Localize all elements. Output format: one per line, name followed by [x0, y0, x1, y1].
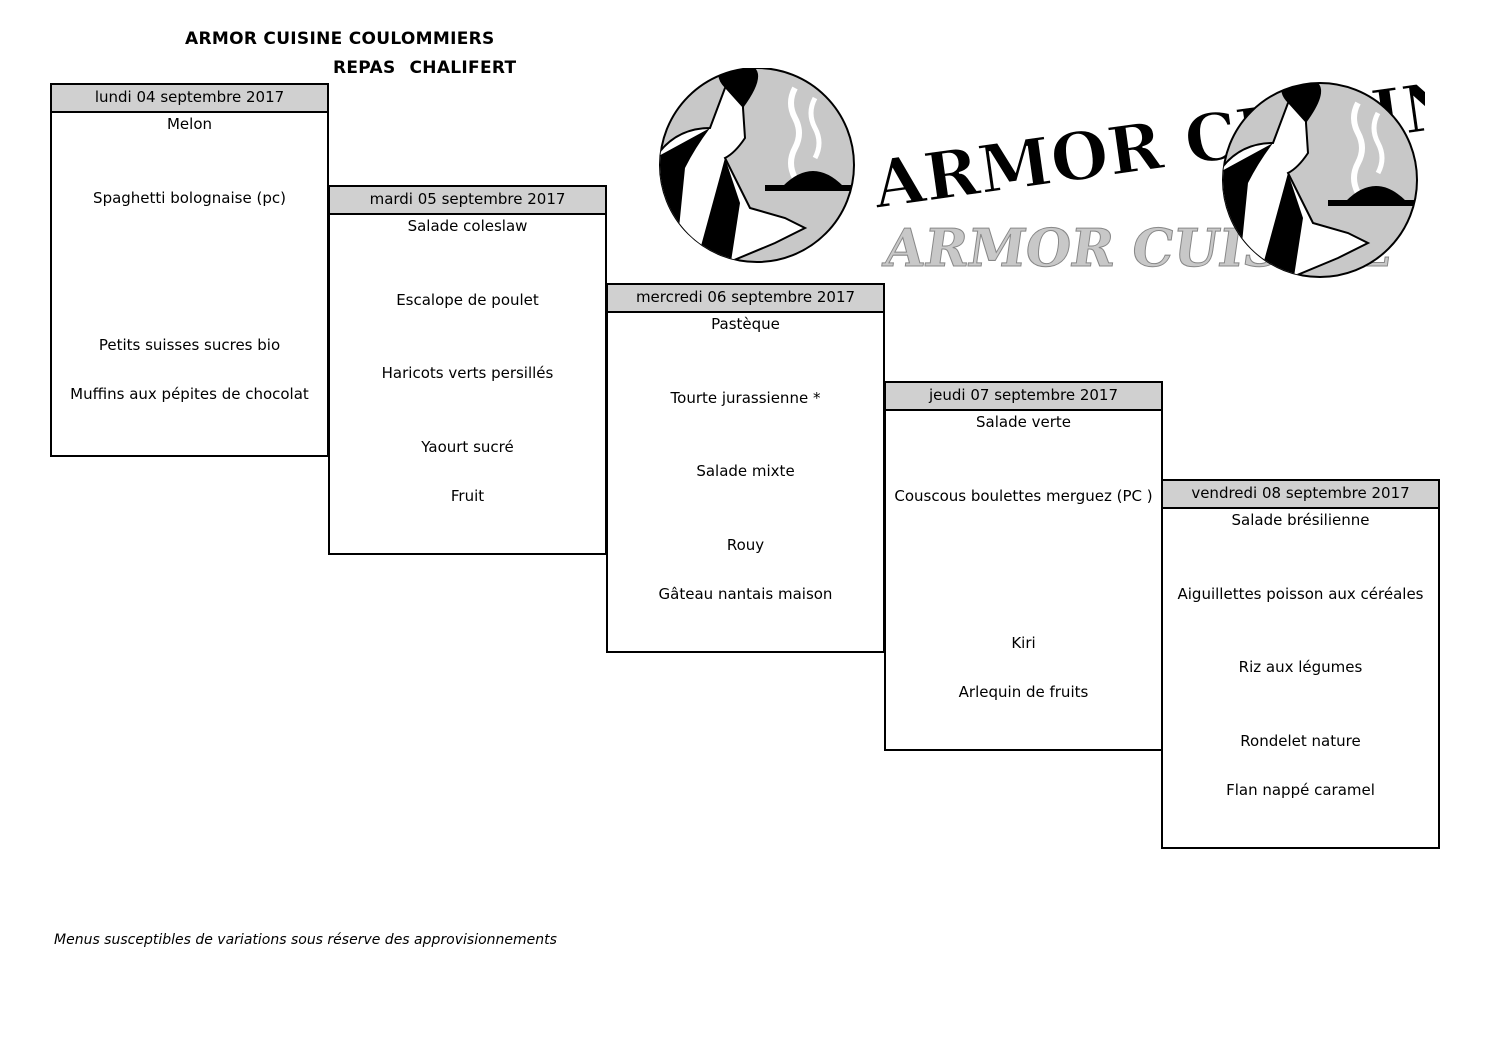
day-card-friday: vendredi 08 septembre 2017 Salade brésil…: [1161, 479, 1440, 849]
day-date: jeudi 07 septembre 2017: [886, 383, 1161, 411]
menu-item: Salade mixte: [696, 462, 795, 480]
menu-item: Flan nappé caramel: [1226, 780, 1375, 799]
menu-item: Arlequin de fruits: [958, 682, 1089, 701]
menu-item: Kiri: [1011, 633, 1036, 652]
menu-item: Petits suisses sucres bio: [98, 335, 281, 354]
menu-item: Fruit: [450, 486, 485, 505]
menu-item: Gâteau nantais maison: [658, 584, 833, 603]
menu-item: Salade verte: [976, 413, 1071, 431]
page-subtitle: REPAS CHALIFERT: [333, 58, 530, 78]
menu-item: Salade brésilienne: [1231, 511, 1370, 529]
menu-item: Rondelet nature: [1240, 731, 1361, 750]
armor-cuisine-logo: ARMOR CUISINE ARMOR CUISINE: [659, 68, 1425, 279]
day-date: mardi 05 septembre 2017: [330, 187, 605, 215]
subtitle-word-repas: REPAS: [333, 58, 396, 78]
menu-item: Muffins aux pépites de chocolat: [70, 384, 309, 403]
menu-item: Melon: [166, 115, 213, 133]
menu-item: Couscous boulettes merguez (PC ): [894, 486, 1153, 505]
menu-item: Rouy: [726, 535, 765, 554]
menu-item: Spaghetti bolognaise (pc): [93, 188, 286, 207]
footer-note: Menus susceptibles de variations sous ré…: [54, 932, 557, 948]
menu-item: Tourte jurassienne *: [670, 388, 821, 407]
day-date: vendredi 08 septembre 2017: [1163, 481, 1438, 509]
menu-item: Yaourt sucré: [421, 437, 514, 456]
page-title: ARMOR CUISINE COULOMMIERS: [185, 29, 495, 49]
waiter-with-cloche-icon: [1222, 82, 1418, 278]
day-date: mercredi 06 septembre 2017: [608, 285, 883, 313]
waiter-with-cloche-icon: [659, 68, 855, 263]
menu-item: Escalope de poulet: [396, 290, 539, 309]
menu-item: Riz aux légumes: [1238, 658, 1363, 676]
menu-item: Pastèque: [711, 315, 780, 333]
menu-item: Salade coleslaw: [407, 217, 528, 235]
subtitle-word-chalifert: CHALIFERT: [409, 58, 517, 78]
menu-item: Haricots verts persillés: [381, 364, 554, 382]
day-date: lundi 04 septembre 2017: [52, 85, 327, 113]
menu-item: Aiguillettes poisson aux céréales: [1177, 584, 1424, 603]
